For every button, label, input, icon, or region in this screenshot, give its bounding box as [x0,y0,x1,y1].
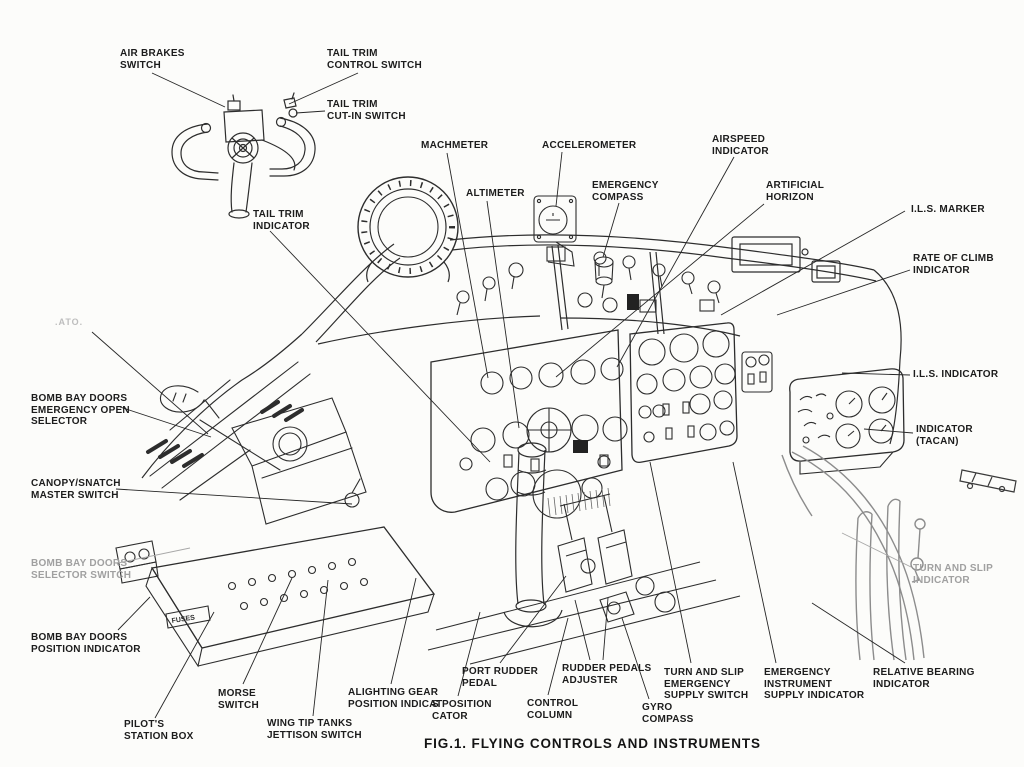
leader-accelerometer [555,151,563,207]
main-instrument-panel [430,329,628,519]
leader-turn-and-slip-emergency-supply-switch [649,461,692,664]
leader-tail-trim-control-switch [288,72,359,105]
leader-control-column [547,617,569,696]
leader-artificial-horizon [555,203,765,378]
canopy-outline [141,234,902,479]
leader-bomb-bay-doors-emergency-open-selector [119,406,212,438]
leader-gyro-compass [621,617,650,700]
pipes-drawing [781,445,926,661]
leader-altimeter [486,200,520,429]
leader-air-brakes-switch [151,72,226,108]
leader-rate-of-climb-indicator [776,269,911,316]
leader-rudder-pedals-adjuster [602,597,609,661]
tacan-panel [789,368,905,475]
station-box-drawing: FUSES [115,526,436,668]
leader-alighting-gear-position-indicator [390,577,417,685]
seat-structure [146,361,367,525]
rudder-pedals-drawing [427,493,741,665]
gunsight-ring [357,176,459,283]
leader-tail-trim-cut-in-switch [295,110,326,114]
fuses-plate-label: FUSES [171,614,195,625]
control-column-drawing [503,442,563,628]
upper-panel-clutter [456,195,721,316]
leader-relative-bearing-indicator [811,602,906,664]
leader-port-rudder-pedal [499,575,567,664]
leader-ils-marker [720,210,906,316]
leader-canopy-snatch-master-switch [115,488,353,505]
leader-emergency-instrument-supply-indicator [732,461,777,664]
right-bracket-drawing [959,469,1017,493]
leader-position-indicator-fragment [457,611,481,697]
leader-airspeed-indicator [616,156,735,368]
leader-bomb-bay-doors-position-indicator [117,596,151,631]
leader-ils-indicator [841,372,911,376]
leader-machmeter [446,152,489,379]
leader-tail-trim-indicator [269,230,491,463]
leader-pilots-station-box [154,611,215,719]
leader-wing-tip-tanks-jettison-switch [312,579,329,717]
figure-caption: FIG.1. FLYING CONTROLS AND INSTRUMENTS [424,736,761,751]
leader-rudder-pedals-adjuster [574,599,591,661]
leader-lines [91,72,914,719]
leader-indicator-tacan [863,428,914,434]
right-instrument-panel [629,322,773,463]
leader-left-edge-fragment [91,331,209,435]
leader-emergency-compass [602,202,620,258]
leader-bomb-bay-doors-selector-switch [117,547,191,564]
inset-control-drawing [171,92,316,219]
leader-turn-and-slip-indicator [841,532,912,568]
leader-morse-switch [242,577,293,685]
